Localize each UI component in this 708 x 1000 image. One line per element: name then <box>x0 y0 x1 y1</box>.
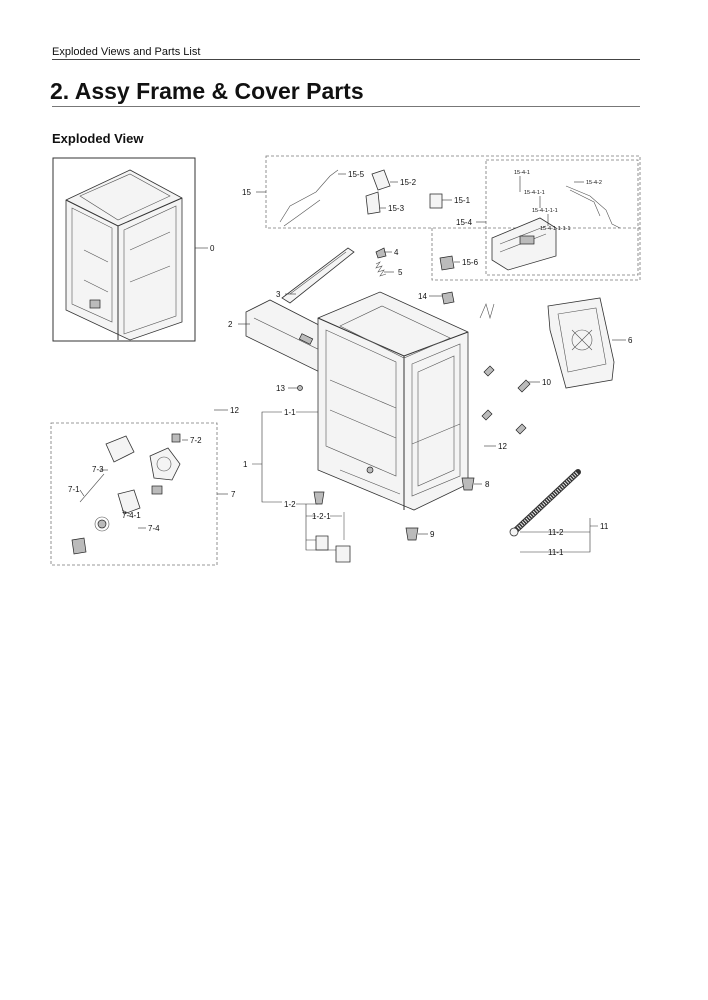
callout-7-2: 7-2 <box>190 436 202 445</box>
callout-15-4-1: 15-4-1 <box>514 170 530 176</box>
part-15-6-pump <box>439 255 455 271</box>
part-15-2-bracket <box>371 169 391 191</box>
part-6-door-frame <box>547 297 615 389</box>
callout-15-4: 15-4 <box>456 218 473 227</box>
callout-12b: 12 <box>498 442 507 451</box>
callout-11-1: 11-1 <box>548 548 564 557</box>
callout-1-2-1: 1-2-1 <box>312 512 331 521</box>
callout-15-4-1-1-1-1: 15-4-1-1-1-1 <box>540 226 571 232</box>
callout-13: 13 <box>276 384 285 393</box>
part-8-foot <box>461 477 475 491</box>
callout-1-2: 1-2 <box>284 500 296 509</box>
callout-15-5: 15-5 <box>348 170 365 179</box>
callout-11-2: 11-2 <box>548 528 564 537</box>
callout-2: 2 <box>228 320 233 329</box>
callout-15-2: 15-2 <box>400 178 417 187</box>
part-13-screw <box>297 385 303 391</box>
callout-5: 5 <box>398 268 403 277</box>
callout-7-1: 7-1 <box>68 485 80 494</box>
callout-12a: 12 <box>230 406 239 415</box>
part-15-3-bracket <box>365 191 381 215</box>
header-rule <box>52 59 640 60</box>
callout-3: 3 <box>276 290 281 299</box>
callout-15-4-2: 15-4-2 <box>586 180 602 186</box>
callout-7-4: 7-4 <box>148 524 160 533</box>
part-15-1-cap <box>429 193 443 209</box>
part-11-hose <box>509 469 581 537</box>
callout-1-1: 1-1 <box>284 408 296 417</box>
callout-15-1: 15-1 <box>454 196 471 205</box>
callout-4: 4 <box>394 248 399 257</box>
group-box-15 <box>265 155 641 229</box>
callout-7-3: 7-3 <box>92 465 104 474</box>
part-14-spring <box>479 303 495 320</box>
callout-11: 11 <box>600 522 609 531</box>
header-breadcrumb: Exploded Views and Parts List <box>52 46 201 58</box>
part-15-4-control-board <box>491 217 557 271</box>
part-3-rail <box>281 247 355 304</box>
callout-15-6: 15-6 <box>462 258 479 267</box>
part-14-connector <box>441 291 455 305</box>
callout-15-4-1-1-1: 15-4-1-1-1 <box>532 208 558 214</box>
callout-9: 9 <box>430 530 435 539</box>
callout-15-4-1-1: 15-4-1-1 <box>524 190 545 196</box>
part-5-spring <box>375 261 387 277</box>
callout-15-3: 15-3 <box>388 204 405 213</box>
callout-7: 7 <box>231 490 236 499</box>
callout-1: 1 <box>243 460 248 469</box>
callout-6: 6 <box>628 336 633 345</box>
leader-lines <box>79 173 626 553</box>
part-10-adjust-feet <box>481 365 531 435</box>
group-box-15-ext <box>431 228 641 281</box>
callout-0: 0 <box>210 244 215 253</box>
part-15-5-harness <box>279 169 339 227</box>
part-4-clip <box>375 247 387 259</box>
callout-14: 14 <box>418 292 427 301</box>
section-title: 2. Assy Frame & Cover Parts <box>50 78 364 104</box>
callout-10: 10 <box>542 378 551 387</box>
callout-15: 15 <box>242 188 251 197</box>
title-rule <box>52 106 640 107</box>
part-1-main-frame <box>317 291 469 511</box>
group-box-15-4 <box>485 159 639 276</box>
callout-7-4-1: 7-4-1 <box>122 511 141 520</box>
part-7-pump-assembly <box>71 433 181 555</box>
exploded-view-heading: Exploded View <box>52 131 144 146</box>
part-15-4-2-harness <box>565 185 621 229</box>
part-1-2-feet <box>313 491 351 563</box>
part-0-cabinet-assembly <box>52 157 196 342</box>
callout-8: 8 <box>485 480 490 489</box>
part-9-foot <box>405 527 419 541</box>
